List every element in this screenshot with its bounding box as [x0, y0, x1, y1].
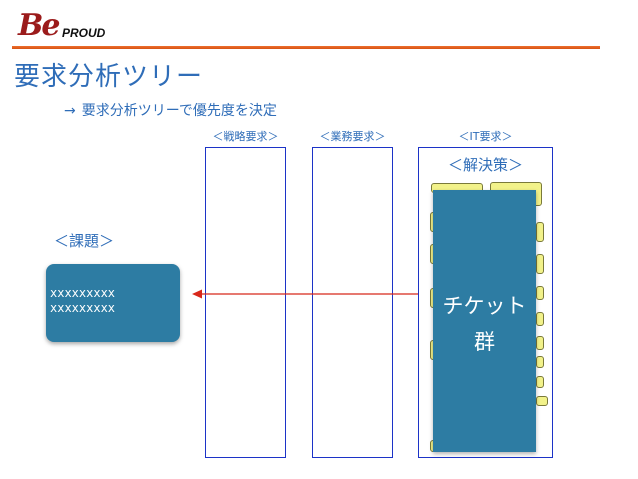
- subtitle: → 要求分析ツリーで優先度を決定: [64, 100, 277, 120]
- issue-card: xxxxxxxxx xxxxxxxxx: [46, 264, 180, 342]
- sticky-note: [536, 222, 544, 242]
- sticky-note: [536, 336, 544, 350]
- logo-mark: Be: [18, 8, 60, 43]
- sticky-note: [536, 376, 544, 388]
- page-title: 要求分析ツリー: [14, 62, 204, 92]
- header-divider: [12, 46, 600, 49]
- sticky-note: [536, 254, 544, 274]
- solution-label: ＜解決策＞: [447, 156, 523, 174]
- strategy-column: [205, 147, 286, 458]
- right-arrow-icon: →: [64, 103, 76, 119]
- issue-label: ＜課題＞: [54, 232, 115, 250]
- subtitle-text: 要求分析ツリーで優先度を決定: [81, 103, 277, 119]
- it-column-label: ＜IT要求＞: [458, 130, 513, 143]
- sticky-note: [536, 396, 548, 406]
- sticky-note: [536, 356, 544, 368]
- strategy-column-label: ＜戦略要求＞: [212, 130, 279, 143]
- logo-brand: PROUD: [62, 26, 106, 40]
- company-logo: Be PROUD: [18, 8, 138, 46]
- arrow-head-icon: [192, 289, 202, 299]
- sticky-note: [536, 286, 544, 300]
- ticket-group: チケット群: [433, 190, 536, 452]
- sticky-note: [536, 312, 544, 326]
- business-column: [312, 147, 393, 458]
- business-column-label: ＜業務要求＞: [319, 130, 386, 143]
- issue-card-text: xxxxxxxxx xxxxxxxxx: [50, 286, 116, 315]
- link-arrow: [192, 289, 418, 299]
- ticket-group-label: チケット群: [442, 294, 527, 354]
